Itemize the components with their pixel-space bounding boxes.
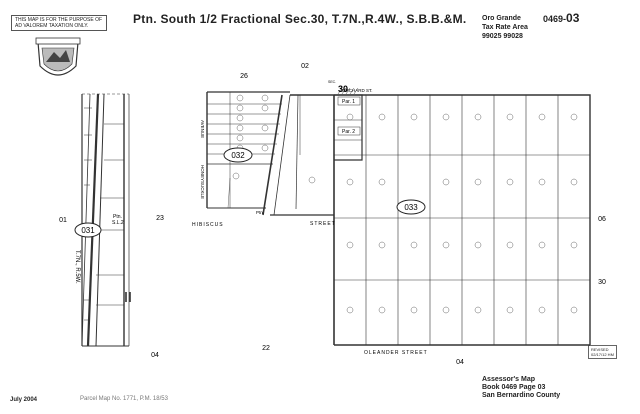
disclaimer-box: THIS MAP IS FOR THE PURPOSE OF AD VALORE… [11,15,107,31]
street-honeysuckle: HONEYSUCKLE [200,165,205,199]
parcel-annotations [232,94,578,314]
revised-line2: 02/17/12 HM [591,352,614,357]
block-032-label: 032 [231,151,245,160]
par2-box [337,126,361,136]
section-23: 23 [156,215,164,222]
highway-strip [81,93,131,347]
map-number-page: 03 [566,11,580,25]
county-seal-icon [35,37,81,76]
hatched-parcel [337,87,359,95]
block-033-label: 033 [404,203,418,212]
par2-label: Par. 2 [342,129,355,135]
tra-line2: Tax Rate Area [482,24,528,31]
map-number: 0469-03 [543,11,579,25]
section-number-30: 30 [338,84,348,94]
page-title: Ptn. South 1/2 Fractional Sec.30, T.7N.,… [133,12,467,26]
sec-label: SEC. [328,80,336,84]
block-032-oval [223,147,253,163]
street-hibiscus-suffix: STREET [310,221,336,227]
street-oleander: OLEANDER STREET [364,350,428,356]
parcel-map-label-b: S.L.2 [112,220,124,226]
assessor-line2: Book 0469 Page 03 [482,384,546,391]
block-031-oval [74,222,102,238]
revised-stamp: REVISED 02/17/12 HM [588,345,617,359]
section-01: 01 [59,217,67,224]
revised-line1: REVISED [591,347,609,352]
section-06: 06 [598,216,606,223]
street-orchard: ORCHARD ST. [342,88,373,93]
map-number-prefix: 0469- [543,14,567,24]
block-031-label: 031 [81,226,95,235]
main-grid-lines [270,94,591,346]
section-22: 22 [262,345,270,352]
tra-line1: Oro Grande [482,15,521,22]
section-26: 26 [240,73,248,80]
section-02: 02 [301,63,309,70]
ptn-label: Ptn. [256,210,264,215]
par1-label: Par. 1 [342,99,355,105]
tax-rate-area: Oro Grande Tax Rate Area 99025 99028 [482,14,528,41]
parcel-map-label: Ptn. [113,214,122,220]
township-label: T.7N., R.5W. [74,250,80,284]
street-avenue: AVENUE [200,120,205,138]
assessor-line1: Assessor's Map [482,376,536,383]
assessor-line3: San Bernardino County [482,392,561,399]
left-block-lines [206,91,291,216]
par1-box [337,96,361,106]
section-04-right: 04 [456,359,464,366]
street-hibiscus: HIBISCUS [192,222,224,228]
parcel-map-reference: Parcel Map No. 1771, P.M. 18/53 [80,396,168,402]
assessor-block: Assessor's Map Book 0469 Page 03 San Ber… [482,376,560,400]
tra-line3: 99025 99028 [482,33,523,40]
section-30: 30 [598,279,606,286]
map-date: July 2004 [10,397,38,403]
section-04-left: 04 [151,352,159,359]
block-033-oval [396,199,426,215]
